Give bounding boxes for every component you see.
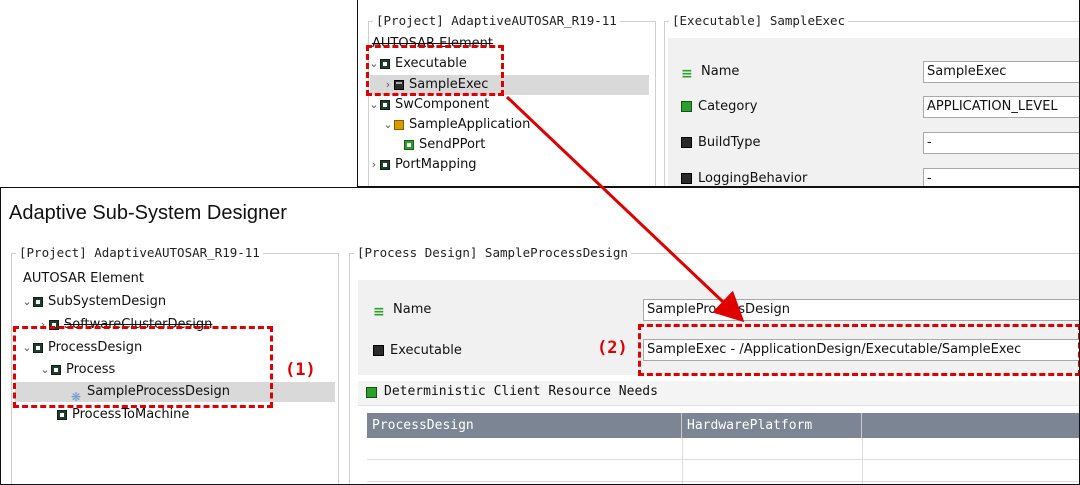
loggingbehavior-field[interactable]: - bbox=[923, 168, 1079, 186]
tree-item-sendpport[interactable]: SendPPort bbox=[404, 135, 485, 155]
folder-icon bbox=[49, 320, 59, 330]
tree-item-process[interactable]: ⌄Process bbox=[39, 360, 115, 380]
folder-icon bbox=[33, 343, 43, 353]
project-tree-frame: [Project] AdaptiveAUTOSAR_R19-11 bbox=[11, 245, 339, 484]
folder-icon bbox=[57, 410, 67, 420]
tree-item-autosar-element[interactable]: AUTOSAR Element bbox=[372, 36, 493, 51]
chevron-down-icon[interactable]: ⌄ bbox=[369, 57, 379, 70]
chevron-down-icon[interactable]: ⌄ bbox=[40, 363, 50, 376]
project-tree-frame: [Project] AdaptiveAUTOSAR_R19-11 bbox=[368, 13, 656, 186]
port-icon bbox=[404, 140, 414, 150]
tree-item-swcomponent[interactable]: ⌄SwComponent bbox=[368, 95, 489, 115]
chevron-down-icon[interactable]: ⌄ bbox=[383, 118, 393, 131]
executable-field[interactable]: SampleExec - /ApplicationDesign/Executab… bbox=[643, 339, 1079, 361]
folder-icon bbox=[380, 100, 390, 110]
category-icon bbox=[681, 101, 692, 112]
column-header-empty[interactable] bbox=[862, 413, 1079, 438]
chevron-right-icon[interactable]: › bbox=[371, 158, 377, 171]
top-panel: [Project] AdaptiveAUTOSAR_R19-11 [Execut… bbox=[357, 0, 1080, 187]
tree-item-processdesign[interactable]: ⌄ProcessDesign bbox=[21, 338, 142, 358]
folder-icon bbox=[51, 365, 61, 375]
project-title: [Project] AdaptiveAUTOSAR_R19-11 bbox=[373, 13, 620, 28]
column-header-processdesign[interactable]: ProcessDesign bbox=[367, 413, 682, 438]
spinner-icon: ❋ bbox=[71, 390, 82, 404]
annotation-label-1: (1) bbox=[285, 360, 316, 380]
equals-icon: ≡ bbox=[681, 66, 693, 82]
app-title: Adaptive Sub-System Designer bbox=[9, 202, 287, 224]
equals-icon: ≡ bbox=[373, 304, 385, 320]
buildtype-icon bbox=[681, 137, 692, 148]
field-label-category: Category bbox=[681, 99, 757, 114]
field-label-buildtype: BuildType bbox=[681, 135, 761, 150]
buildtype-field[interactable]: - bbox=[923, 132, 1079, 154]
field-label-executable: Executable bbox=[373, 343, 462, 358]
section-header: Deterministic Client Resource Needs bbox=[358, 381, 1079, 406]
name-field[interactable]: SampleExec bbox=[923, 61, 1079, 83]
resource-needs-icon bbox=[366, 387, 377, 398]
tree-item-sampleapplication[interactable]: ⌄SampleApplication bbox=[382, 115, 530, 135]
category-field[interactable]: APPLICATION_LEVEL bbox=[923, 96, 1079, 118]
table-header: ProcessDesign HardwarePlatform bbox=[367, 413, 1079, 438]
tree-item-autosar-element[interactable]: AUTOSAR Element bbox=[23, 271, 144, 286]
column-header-hardwareplatform[interactable]: HardwarePlatform bbox=[682, 413, 862, 438]
table-row[interactable] bbox=[367, 438, 1079, 460]
tree-item-portmapping[interactable]: ›PortMapping bbox=[368, 155, 477, 175]
folder-icon bbox=[33, 297, 43, 307]
detail-title: [Executable] SampleExec bbox=[669, 13, 849, 28]
executable-icon bbox=[394, 80, 404, 90]
chevron-right-icon[interactable]: › bbox=[385, 78, 391, 91]
detail-title: [Process Design] SampleProcessDesign bbox=[354, 245, 631, 260]
field-label-loggingbehavior: LoggingBehavior bbox=[681, 171, 807, 186]
folder-icon bbox=[380, 160, 390, 170]
tree-item-softwareclusterdesign[interactable]: ›SoftwareClusterDesign bbox=[37, 315, 213, 335]
folder-icon bbox=[380, 59, 390, 69]
detail-frame: [Executable] SampleExec bbox=[664, 13, 1079, 186]
column-divider bbox=[682, 438, 683, 484]
project-title: [Project] AdaptiveAUTOSAR_R19-11 bbox=[16, 245, 263, 260]
chevron-right-icon[interactable]: › bbox=[40, 318, 46, 331]
tree-item-sampleexec[interactable]: ›SampleExec bbox=[370, 75, 649, 95]
main-panel: Adaptive Sub-System Designer [Project] A… bbox=[0, 187, 1080, 485]
component-icon bbox=[394, 120, 404, 130]
table-row[interactable] bbox=[367, 460, 1079, 482]
chevron-down-icon[interactable]: ⌄ bbox=[22, 295, 32, 308]
loggingbehavior-icon bbox=[681, 173, 692, 184]
tree-item-processtomachine[interactable]: ProcessToMachine bbox=[57, 405, 189, 425]
tree-item-sampleprocessdesign[interactable]: ❋SampleProcessDesign bbox=[15, 382, 335, 404]
tree-item-executable[interactable]: ⌄Executable bbox=[368, 54, 466, 74]
name-field[interactable]: SampleProcessDesign bbox=[643, 299, 1079, 321]
annotation-label-2: (2) bbox=[597, 338, 628, 358]
field-label-name: ≡Name bbox=[681, 64, 740, 82]
chevron-down-icon[interactable]: ⌄ bbox=[22, 341, 32, 354]
column-divider bbox=[862, 438, 863, 484]
executable-icon bbox=[373, 345, 384, 356]
field-label-name: ≡Name bbox=[373, 302, 432, 320]
tree-item-subsystemdesign[interactable]: ⌄SubSystemDesign bbox=[21, 292, 166, 312]
chevron-down-icon[interactable]: ⌄ bbox=[369, 98, 379, 111]
section-title: Deterministic Client Resource Needs bbox=[384, 384, 658, 399]
